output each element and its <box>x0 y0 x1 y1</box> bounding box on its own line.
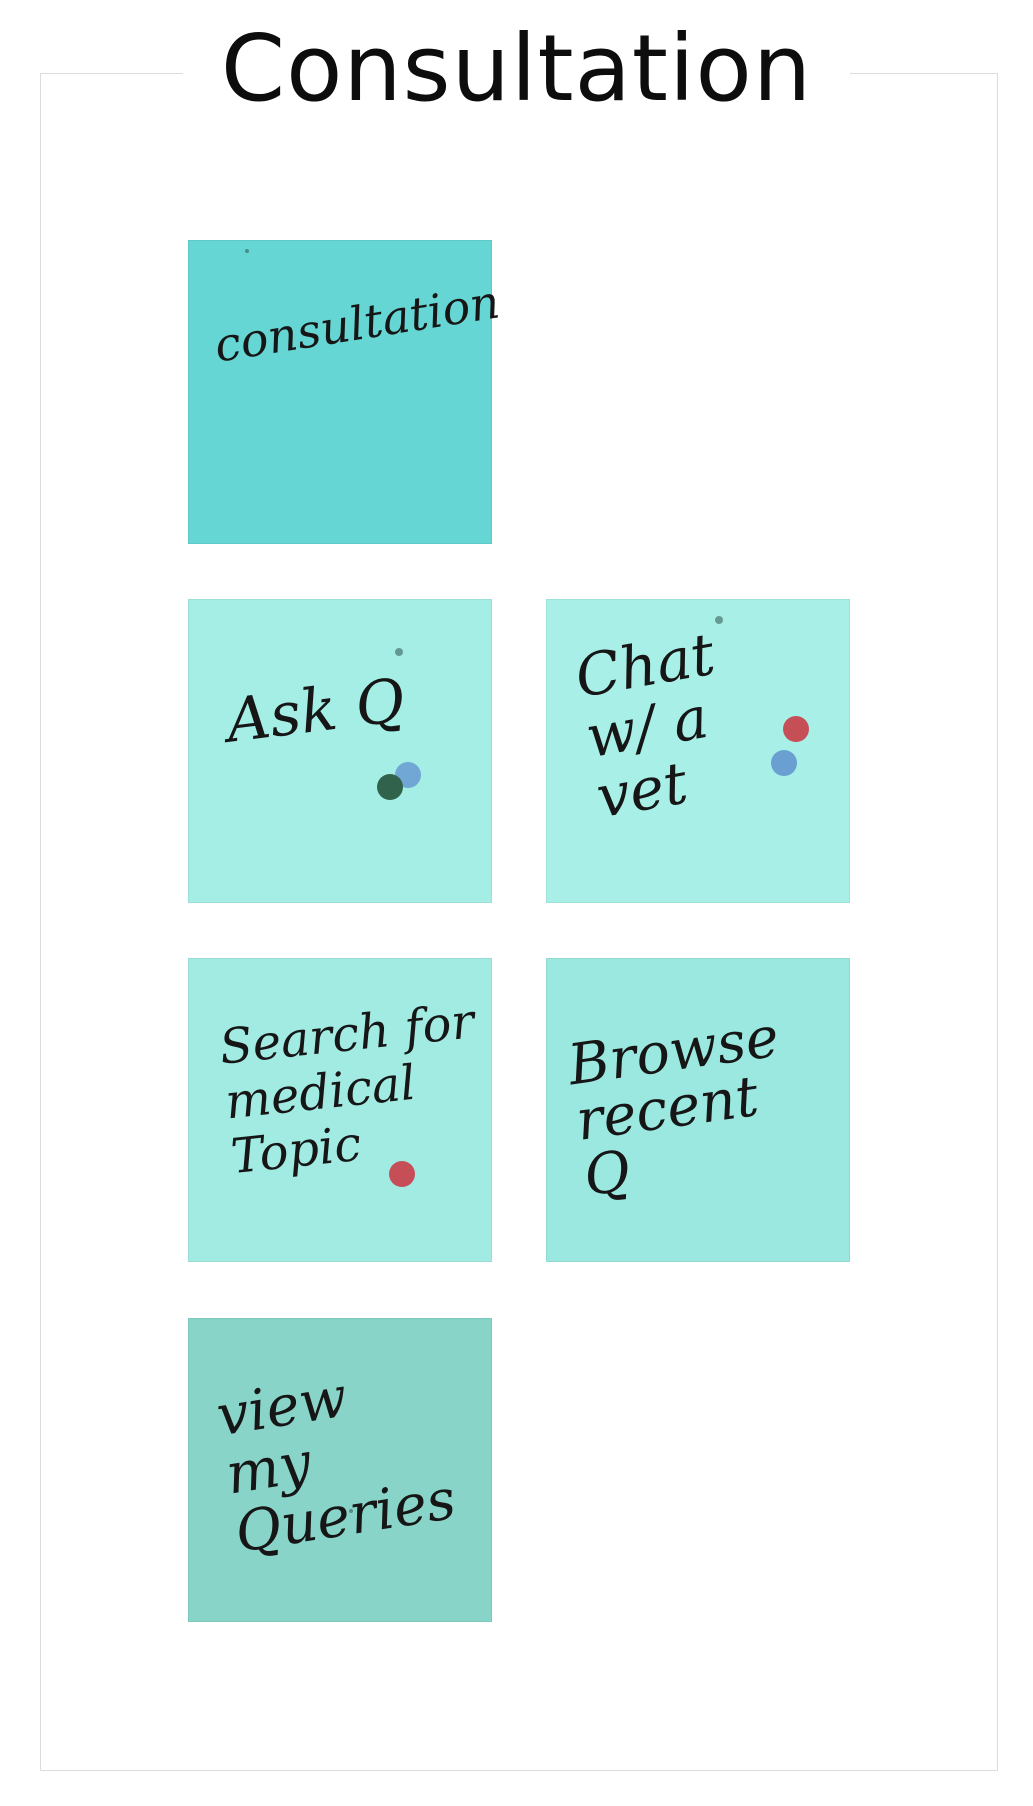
speck-mark <box>349 1509 353 1513</box>
speck-mark <box>245 249 249 253</box>
board-frame <box>40 73 998 1771</box>
sticky-note-browse-recent-q[interactable]: Browse recent Q <box>546 958 850 1262</box>
note-label: consultation <box>210 274 504 373</box>
board-title: Consultation <box>0 14 1033 124</box>
note-label-text: Browse recent Q <box>564 1004 783 1210</box>
speck-mark <box>715 616 723 624</box>
blue-dot <box>771 750 797 776</box>
note-label-text: Chat w/ a vet <box>570 619 720 831</box>
note-label-text: Search for medical Topic <box>216 993 477 1186</box>
note-label: Chat w/ a vet <box>570 615 790 831</box>
note-label: Ask Q <box>222 665 409 757</box>
red-dot <box>783 716 809 742</box>
note-label: Browse recent Q <box>564 1005 816 1210</box>
red-dot <box>389 1161 415 1187</box>
board-title-text: Consultation <box>182 15 851 122</box>
note-label: view my Queries <box>212 1353 468 1566</box>
speck-mark <box>395 648 403 656</box>
sticky-note-search-medical-topic[interactable]: Search for medical Topic <box>188 958 492 1262</box>
note-label-text: view my Queries <box>212 1364 460 1566</box>
sticky-note-view-my-queries[interactable]: view my Queries <box>188 1318 492 1622</box>
green-dot <box>377 774 403 800</box>
sticky-note-chat-with-a-vet[interactable]: Chat w/ a vet <box>546 599 850 903</box>
note-label: Search for medical Topic <box>217 993 503 1186</box>
sticky-note-consultation[interactable]: consultation <box>188 240 503 544</box>
sticky-note-ask-q[interactable]: Ask Q <box>188 599 492 903</box>
